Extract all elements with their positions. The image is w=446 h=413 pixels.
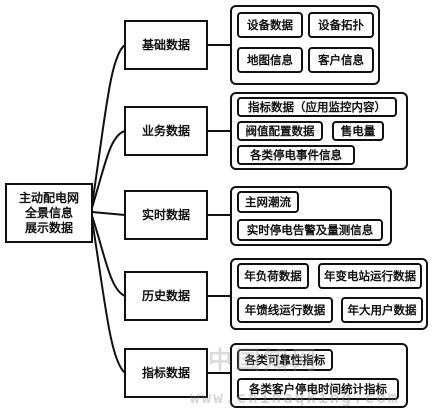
leaf-annual-substation: 年变电站运行数据 bbox=[318, 263, 422, 289]
category-basic-data: 基础数据 bbox=[124, 20, 208, 70]
leaf-annual-load: 年负荷数据 bbox=[237, 263, 309, 289]
watermark-cn: 中国知网 bbox=[208, 346, 320, 374]
connector-root-business bbox=[91, 130, 126, 209]
root-line-2: 全景信息 bbox=[24, 205, 73, 220]
category-realtime-data: 实时数据 bbox=[124, 190, 208, 240]
leaf-device-topology: 设备拓扑 bbox=[308, 12, 374, 38]
leaf-realtime-outage-alarm: 实时停电告警及量测信息 bbox=[237, 219, 383, 241]
root-line-3: 展示数据 bbox=[24, 220, 73, 235]
leaf-map-info: 地图信息 bbox=[237, 47, 303, 73]
category-indicator-data: 指标数据 bbox=[124, 348, 208, 398]
connector-root-basic bbox=[91, 44, 126, 206]
connector-root-indicator bbox=[91, 219, 126, 374]
leaf-threshold-config: 阀值配置数据 bbox=[237, 121, 323, 141]
root-line-1: 主动配电网 bbox=[18, 190, 79, 205]
category-history-data: 历史数据 bbox=[124, 271, 208, 321]
category-business-data: 业务数据 bbox=[124, 106, 208, 156]
leaf-device-data: 设备数据 bbox=[237, 12, 303, 38]
leaf-customer-outage-time-stats: 各类客户停电时间统计指标 bbox=[237, 378, 399, 400]
connector-root-history bbox=[91, 215, 126, 297]
leaf-indicator-data-app: 指标数据（应用监控内容） bbox=[237, 97, 397, 117]
leaf-customer-info: 客户信息 bbox=[308, 47, 374, 73]
leaf-annual-large-users: 年大用户数据 bbox=[341, 297, 423, 323]
root-node: 主动配电网 全景信息 展示数据 bbox=[5, 183, 93, 243]
leaf-electricity-sales: 售电量 bbox=[332, 121, 384, 141]
connector-root-realtime bbox=[91, 211, 126, 216]
leaf-annual-feeder: 年馈线运行数据 bbox=[237, 297, 333, 323]
watermark-url: www.chinaqking.com bbox=[190, 388, 400, 407]
leaf-main-grid-flow: 主网潮流 bbox=[237, 191, 299, 213]
leaf-reliability-indicators: 各类可靠性指标 bbox=[237, 349, 333, 371]
leaf-outage-events: 各类停电事件信息 bbox=[237, 145, 355, 165]
